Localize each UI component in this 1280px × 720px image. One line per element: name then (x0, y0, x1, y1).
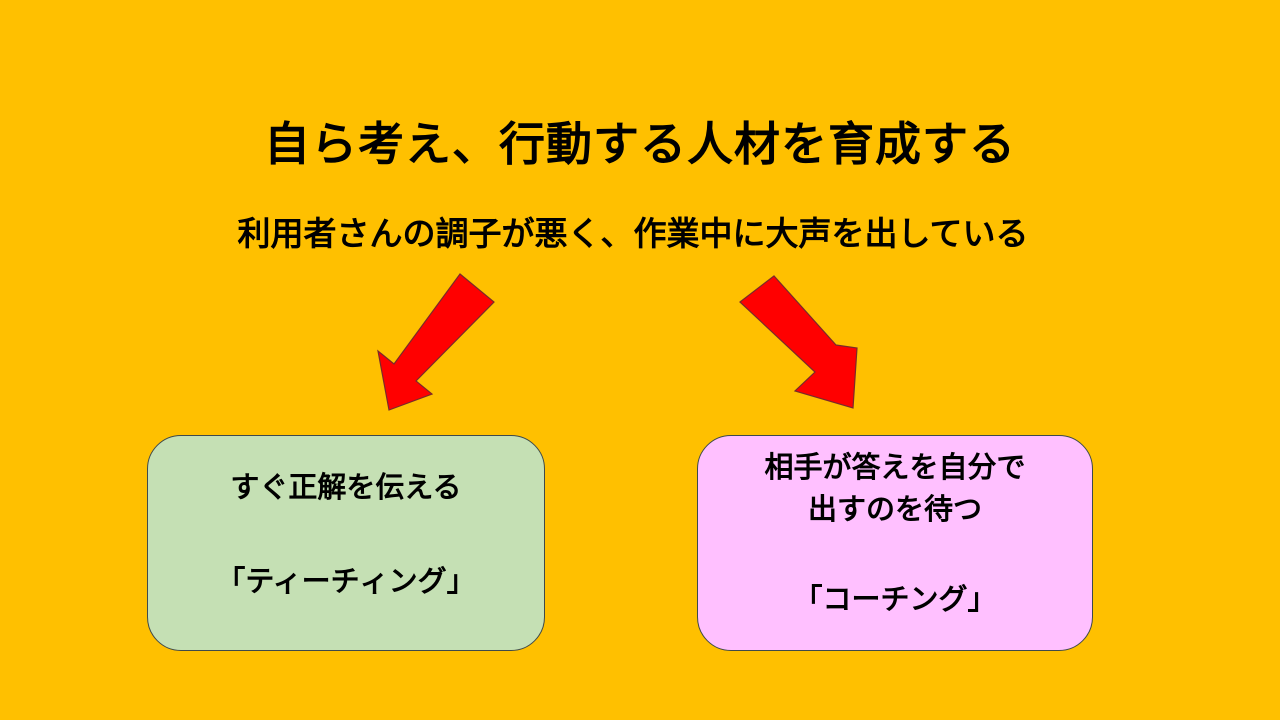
coaching-box: 相手が答えを自分で 出すのを待つ 「コーチング」 (697, 435, 1093, 651)
teaching-label: 「ティーチィング」 (216, 564, 476, 598)
teaching-box: すぐ正解を伝える 「ティーチィング」 (147, 435, 545, 651)
arrow-down-right (739, 275, 858, 409)
main-title: 自ら考え、行動する人材を育成する (264, 117, 1016, 171)
coaching-description-line1: 相手が答えを自分で (764, 450, 1026, 484)
situation-text: 利用者さんの調子が悪く、作業中に大声を出している (237, 214, 1029, 253)
coaching-description-line2: 出すのを待つ (807, 492, 982, 526)
teaching-description: すぐ正解を伝える (230, 470, 462, 504)
arrow-down-left (377, 273, 495, 411)
coaching-label: 「コーチング」 (793, 582, 997, 616)
